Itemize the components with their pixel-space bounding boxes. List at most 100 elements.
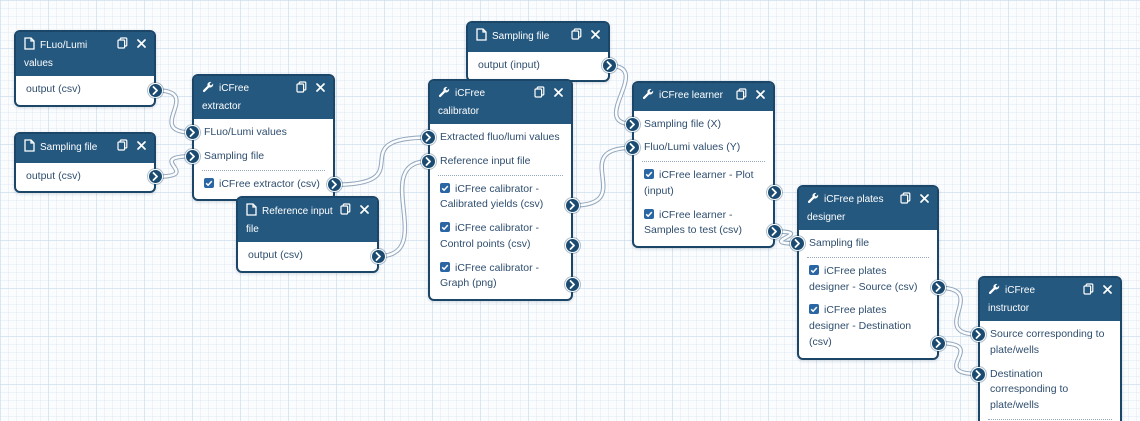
wrench-icon [438,86,450,104]
input-connector[interactable] [185,125,200,140]
close-icon[interactable] [360,204,369,220]
output-row: iCFree plates designer - Source (csv) [799,260,946,300]
duplicate-icon[interactable] [296,81,307,99]
input-output-divider [438,174,563,176]
output-connector[interactable] [931,280,946,296]
output-row: output (csv) [16,165,163,189]
input-row: Fluo/Lumi values (Y) [625,136,773,160]
node-body: Sampling file (X)Fluo/Lumi values (Y) iCF… [625,111,782,247]
close-icon[interactable] [554,87,563,103]
output-connector[interactable] [602,58,617,74]
close-icon[interactable] [1103,284,1112,300]
node-header[interactable]: iCFree extractor [194,76,333,119]
duplicate-icon[interactable] [340,203,351,221]
node-title: FLuo/Lumi values [24,40,88,69]
duplicate-icon[interactable] [736,88,747,106]
output-connector[interactable] [767,224,782,239]
node-body: output (input) [468,52,617,81]
input-connector[interactable] [625,140,640,156]
wrench-icon [202,81,214,99]
input-output-divider [642,161,765,162]
workflow-node-reference-input-file[interactable]: Reference input file output (csv) [236,196,386,273]
node-title: iCFree instructor [988,285,1036,314]
output-row: iCFree extractor (csv) [194,173,342,197]
input-connector[interactable] [625,116,640,132]
input-connector[interactable] [971,327,986,342]
input-connector[interactable] [185,148,200,164]
input-connector[interactable] [790,236,805,251]
node-title: iCFree calibrator [438,88,486,117]
node-header[interactable]: iCFree plates designer [799,187,937,230]
input-output-divider [202,169,325,171]
close-icon[interactable] [591,29,600,45]
input-row: Sampling file (X) [625,113,773,137]
node-header[interactable]: iCFree learner [634,83,773,111]
input-connector[interactable] [421,130,436,145]
output-checkbox-checked[interactable] [440,182,450,193]
output-checkbox-checked[interactable] [440,261,450,272]
file-icon [24,139,35,158]
output-checkbox-checked[interactable] [204,177,214,188]
node-header[interactable]: iCFree instructor [980,278,1120,321]
output-row: iCFree learner - Samples to test (csv) [634,204,782,244]
workflow-node-sampling-file-b[interactable]: Sampling file output (input) [466,21,617,83]
duplicate-icon[interactable] [900,192,911,210]
output-checkbox-checked[interactable] [809,264,819,275]
close-icon[interactable] [920,193,929,209]
output-label: output (input) [478,58,540,71]
node-header[interactable]: Sampling file [16,134,154,163]
node-header[interactable]: Reference input file [238,198,377,242]
input-label: Sampling file [204,149,265,162]
file-icon [24,37,35,56]
node-actions [117,139,146,157]
node-title: Reference input file [246,206,333,235]
input-row: Sampling file [185,145,333,169]
node-header[interactable]: Sampling file [468,23,608,52]
input-row: Source corresponding to plate/wells [971,323,1120,363]
output-label: iCFree plates designer - Source (csv) [809,264,918,293]
node-title: iCFree extractor [202,83,250,112]
workflow-node-sampling-file-a[interactable]: Sampling file output (csv) [14,132,163,194]
input-connector[interactable] [971,366,986,382]
close-icon[interactable] [137,140,146,156]
output-checkbox-checked[interactable] [644,169,654,179]
output-connector[interactable] [148,169,163,185]
input-connector[interactable] [421,153,436,169]
input-row: Destination corresponding to plate/wells [971,363,1120,418]
output-checkbox-checked[interactable] [440,222,450,232]
close-icon[interactable] [137,38,146,54]
node-title: Sampling file [40,142,98,153]
duplicate-icon[interactable] [534,86,545,104]
close-icon[interactable] [316,82,325,98]
node-header[interactable]: iCFree calibrator [430,81,571,124]
node-body: output (csv) [238,242,386,271]
output-connector[interactable] [371,248,386,264]
duplicate-icon[interactable] [117,139,128,157]
file-icon [476,28,487,47]
output-checkbox-checked[interactable] [644,208,654,219]
output-connector[interactable] [767,184,782,200]
duplicate-icon[interactable] [571,28,582,46]
output-connector[interactable] [327,177,342,193]
output-connector[interactable] [565,237,580,253]
output-connector[interactable] [565,198,580,213]
output-label: output (csv) [26,169,81,182]
duplicate-icon[interactable] [117,37,128,55]
output-checkbox-checked[interactable] [809,304,819,315]
output-connector[interactable] [565,277,580,292]
output-connector[interactable] [148,82,163,98]
output-connector[interactable] [931,335,946,351]
node-header[interactable]: FLuo/Lumi values [16,32,154,76]
duplicate-icon[interactable] [1083,283,1094,301]
close-icon[interactable] [756,89,765,105]
